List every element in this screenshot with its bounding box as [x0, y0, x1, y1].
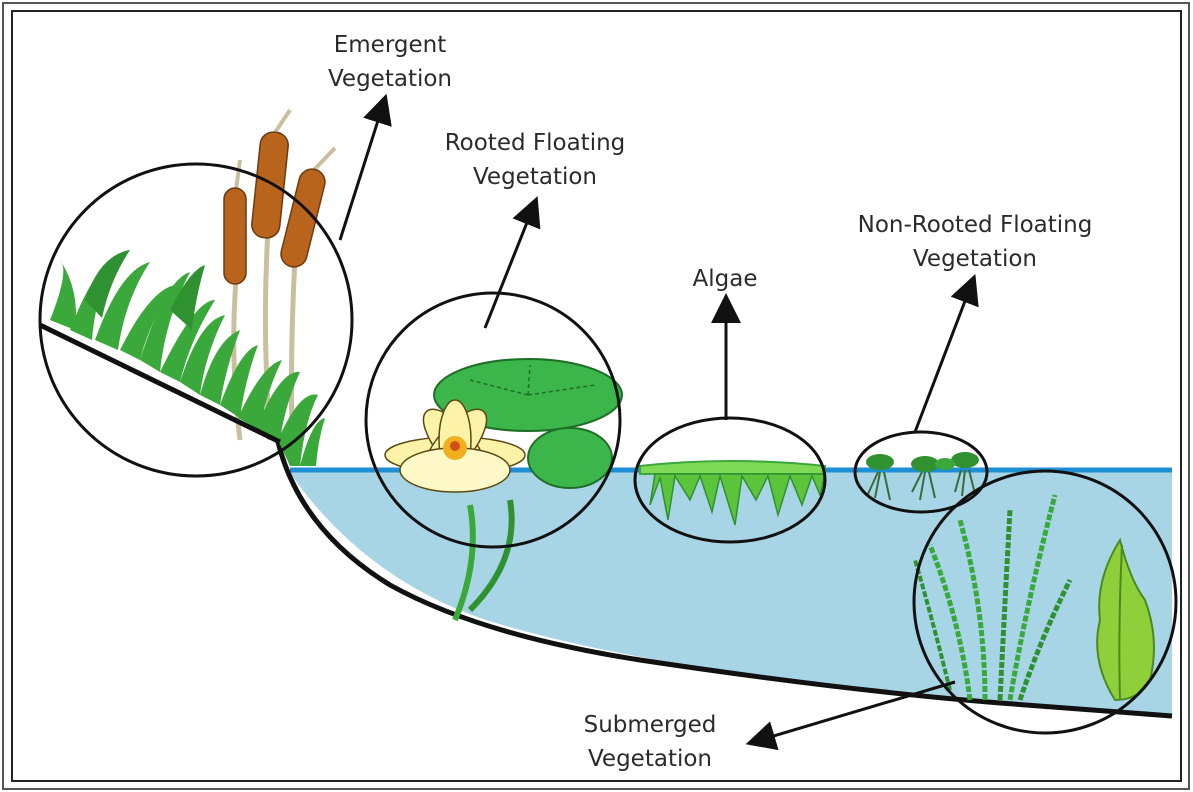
rooted-floating-label-line2: Vegetation — [420, 160, 650, 194]
cattail-head — [224, 188, 246, 284]
emergent-label-line1: Emergent — [300, 28, 480, 62]
lily-pad — [528, 428, 612, 488]
rooted-floating-vegetation-label: Rooted Floating Vegetation — [420, 126, 650, 194]
non-rooted-floating-label-line2: Vegetation — [820, 242, 1130, 276]
emergent-vegetation-label: Emergent Vegetation — [300, 28, 480, 96]
non-rooted-floating-vegetation-label: Non-Rooted Floating Vegetation — [820, 208, 1130, 276]
non-rooted-floating-label-line1: Non-Rooted Floating — [820, 208, 1130, 242]
submerged-label-line2: Vegetation — [565, 742, 735, 776]
emergent-label-line2: Vegetation — [300, 62, 480, 96]
rooted-floating-label-line1: Rooted Floating — [420, 126, 650, 160]
algae-label: Algae — [660, 262, 790, 296]
submerged-label-line1: Submerged — [565, 708, 735, 742]
submerged-vegetation-label: Submerged Vegetation — [565, 708, 735, 776]
algae-label-line1: Algae — [660, 262, 790, 296]
